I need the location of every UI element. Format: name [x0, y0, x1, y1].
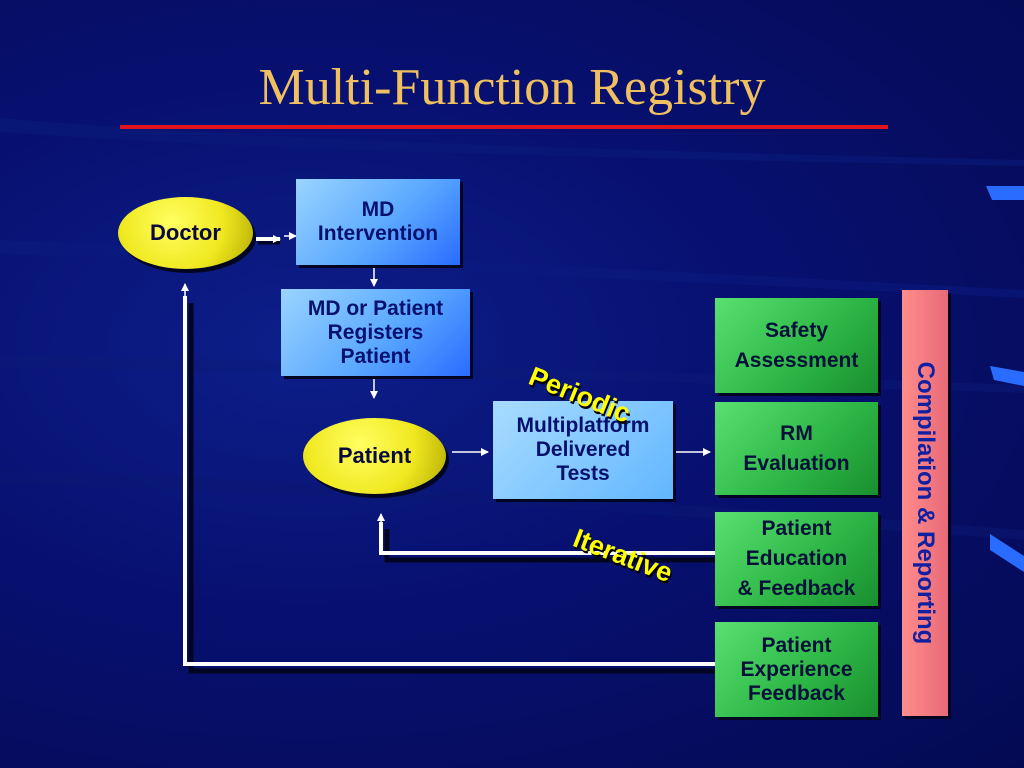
safety-assessment-box: Safety Assessment	[715, 298, 878, 393]
education-line-1: Patient	[761, 517, 832, 540]
rm-evaluation-box: RM Evaluation	[715, 402, 878, 495]
arrow-experience-to-doctor	[183, 296, 718, 666]
education-line-2: Education	[745, 547, 848, 570]
patient-experience-box: Patient Experience Feedback	[715, 622, 878, 717]
experience-line-3: Feedback	[748, 681, 845, 705]
registers-line-3: Patient	[340, 344, 411, 368]
registers-line-2: Registers	[327, 320, 424, 344]
multiplatform-tests-box: Multiplatform Delivered Tests	[493, 401, 673, 499]
doctor-label: Doctor	[150, 220, 221, 245]
patient-education-box: Patient Education & Feedback	[715, 512, 878, 606]
compilation-reporting-label: Compilation & Reporting	[912, 361, 939, 645]
registers-patient-box: MD or Patient Registers Patient	[281, 289, 470, 376]
md-intervention-line-2: Intervention	[317, 222, 439, 245]
rm-line-2: Evaluation	[743, 451, 850, 475]
rm-line-1: RM	[780, 421, 813, 445]
compilation-reporting-box	[902, 290, 948, 716]
safety-line-1: Safety	[764, 318, 829, 342]
md-intervention-box: MD Intervention	[296, 179, 460, 265]
tests-line-1: Multiplatform	[516, 414, 650, 437]
experience-line-1: Patient	[761, 633, 832, 657]
md-intervention-line-1: MD	[361, 198, 395, 221]
arrow-education-to-patient	[379, 522, 718, 555]
registers-line-1: MD or Patient	[307, 296, 444, 320]
arrow-experience-to-doctor-shadow	[188, 303, 721, 674]
patient-label: Patient	[337, 443, 412, 468]
patient-node: Patient	[303, 418, 446, 494]
title-underline	[120, 125, 888, 129]
arrow-education-to-patient-shadow	[384, 529, 721, 563]
page-title: Multi-Function Registry	[258, 59, 766, 116]
tests-line-2: Delivered	[535, 438, 631, 461]
doctor-node: Doctor	[118, 197, 253, 269]
experience-line-2: Experience	[740, 657, 853, 681]
education-line-3: & Feedback	[737, 577, 856, 600]
safety-line-2: Assessment	[734, 348, 859, 372]
tests-line-3: Tests	[556, 462, 610, 485]
